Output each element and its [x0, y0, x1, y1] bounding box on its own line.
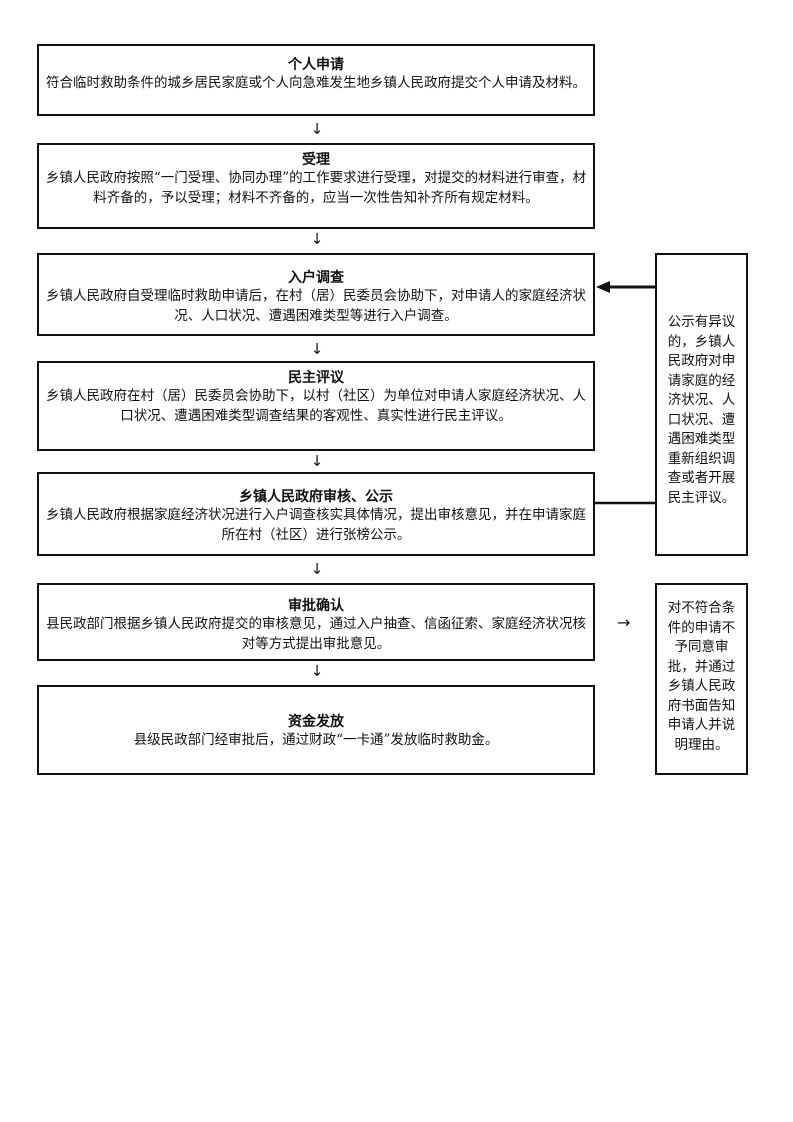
step-title: 资金发放 — [288, 714, 344, 730]
step-personal-application: 个人申请 符合临时救助条件的城乡居民家庭或个人向急难发生地乡镇人民政府提交个人申… — [37, 44, 595, 116]
step-description: 县级民政部门经审批后，通过财政“一卡通”发放临时救助金。 — [133, 732, 499, 748]
arrow-down-icon: ↓ — [310, 120, 324, 138]
step-description: 乡镇人民政府按照“一门受理、协同办理”的工作要求进行受理，对提交的材料进行审查，… — [45, 170, 587, 206]
step-title: 入户调查 — [288, 270, 344, 286]
arrow-right-icon: → — [617, 613, 631, 632]
step-title: 民主评议 — [288, 370, 344, 386]
side-note-text: 公示有异议的，乡镇人民政府对申请家庭的经济状况、人口状况、遭遇困难类型重新组织调… — [667, 314, 736, 506]
step-title: 乡镇人民政府审核、公示 — [239, 489, 393, 505]
step-title: 审批确认 — [288, 598, 344, 614]
side-note-rejection: 对不符合条件的申请不予同意审批，并通过乡镇人民政府书面告知申请人并说明理由。 — [655, 583, 748, 775]
arrow-down-icon: ↓ — [310, 340, 324, 358]
arrow-down-icon: ↓ — [310, 560, 324, 578]
arrow-down-icon: ↓ — [310, 230, 324, 248]
step-description: 符合临时救助条件的城乡居民家庭或个人向急难发生地乡镇人民政府提交个人申请及材料。 — [46, 75, 586, 91]
side-note-text: 对不符合条件的申请不予同意审批，并通过乡镇人民政府书面告知申请人并说明理由。 — [667, 600, 736, 753]
step-fund-disbursement: 资金发放 县级民政部门经审批后，通过财政“一卡通”发放临时救助金。 — [37, 685, 595, 775]
step-description: 乡镇人民政府自受理临时救助申请后，在村（居）民委员会协助下，对申请人的家庭经济状… — [46, 288, 586, 324]
feedback-arrowhead — [596, 281, 610, 293]
step-description: 县民政部门根据乡镇人民政府提交的审核意见，通过入户抽查、信函征索、家庭经济状况核… — [46, 616, 586, 652]
step-title: 个人申请 — [288, 57, 344, 73]
arrow-down-icon: ↓ — [310, 452, 324, 470]
step-title: 受理 — [302, 152, 330, 168]
arrow-down-icon: ↓ — [310, 662, 324, 680]
step-democratic-review: 民主评议 乡镇人民政府在村（居）民委员会协助下，以村（社区）为单位对申请人家庭经… — [37, 361, 595, 451]
step-description: 乡镇人民政府在村（居）民委员会协助下，以村（社区）为单位对申请人家庭经济状况、人… — [46, 388, 586, 424]
step-description: 乡镇人民政府根据家庭经济状况进行入户调查核实具体情况，提出审核意见，并在申请家庭… — [46, 507, 586, 543]
side-note-objection: 公示有异议的，乡镇人民政府对申请家庭的经济状况、人口状况、遭遇困难类型重新组织调… — [655, 253, 748, 556]
step-home-investigation: 入户调查 乡镇人民政府自受理临时救助申请后，在村（居）民委员会协助下，对申请人的… — [37, 253, 595, 336]
step-approval-confirmation: 审批确认 县民政部门根据乡镇人民政府提交的审核意见，通过入户抽查、信函征索、家庭… — [37, 583, 595, 661]
step-acceptance: 受理 乡镇人民政府按照“一门受理、协同办理”的工作要求进行受理，对提交的材料进行… — [37, 143, 595, 229]
step-township-review-publicity: 乡镇人民政府审核、公示 乡镇人民政府根据家庭经济状况进行入户调查核实具体情况，提… — [37, 472, 595, 556]
